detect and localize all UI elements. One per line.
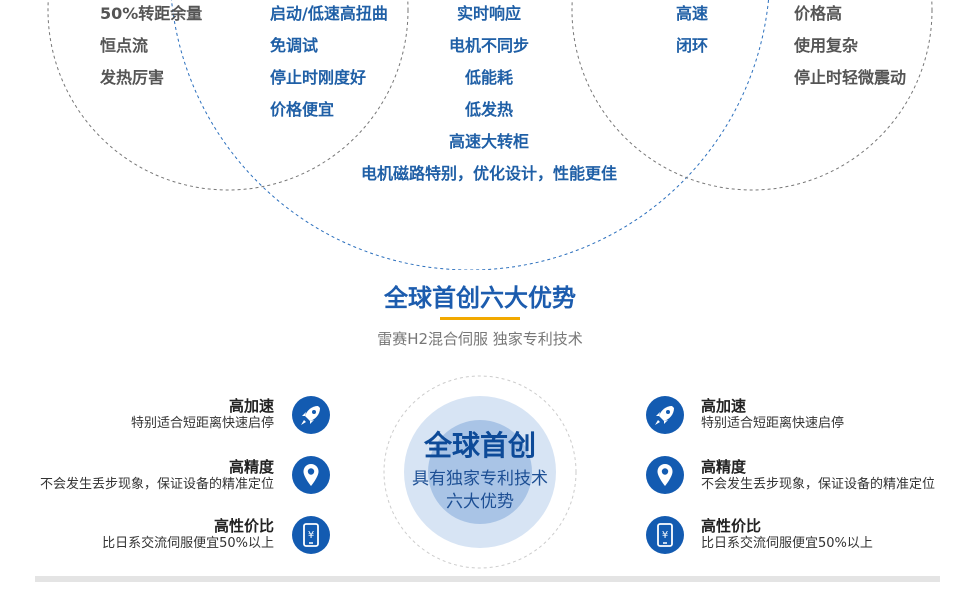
center-main-text: 全球首创 — [423, 429, 536, 462]
feature-left-desc: 特别适合短距离快速启停 — [130, 416, 274, 431]
venn-right-item: 使用复杂 — [794, 36, 859, 55]
center-line-2: 六大优势 — [446, 492, 514, 512]
bottom-divider — [35, 576, 940, 582]
location-pin-icon — [646, 456, 684, 494]
feature-right-title: 高性价比 — [701, 517, 762, 535]
mobile-yen-icon: ¥ — [292, 516, 330, 554]
feature-left-title: 高加速 — [228, 397, 274, 415]
mobile-yen-icon: ¥ — [646, 516, 684, 554]
venn-circle-left — [47, 0, 409, 191]
title-underline — [440, 317, 520, 320]
venn-center-item: 电机不同步 — [448, 36, 530, 55]
section-title: 全球首创六大优势 — [384, 284, 576, 312]
venn-center-item: 低发热 — [464, 100, 514, 119]
center-badge — [383, 375, 577, 569]
rocket-icon — [292, 396, 330, 434]
venn-right-item: 价格高 — [794, 4, 843, 23]
section-subtitle: 雷赛H2混合伺服 独家专利技术 — [377, 330, 583, 348]
venn-left-mid-item: 启动/低速高扭曲 — [270, 4, 388, 23]
center-line-1: 具有独家专利技术 — [412, 469, 548, 489]
venn-center-item: 电机磁路特别，优化设计，性能更佳 — [360, 164, 618, 183]
feature-left-desc: 比日系交流伺服便宜50%以上 — [102, 536, 274, 551]
venn-diagram — [47, 0, 933, 270]
feature-right-desc: 特别适合短距离快速启停 — [701, 416, 845, 431]
venn-left-item: 恒点流 — [100, 36, 149, 55]
svg-text:¥: ¥ — [308, 530, 314, 541]
feature-right-title: 高精度 — [701, 458, 747, 476]
feature-left-title: 高精度 — [228, 458, 274, 476]
venn-right-mid-item: 闭环 — [676, 36, 709, 55]
feature-right-title: 高加速 — [701, 397, 747, 415]
venn-left-item: 50%转距余量 — [100, 4, 203, 23]
feature-right-desc: 不会发生丢步现象，保证设备的精准定位 — [701, 477, 936, 492]
venn-left-mid-item: 停止时刚度好 — [270, 68, 367, 87]
venn-center-item: 低能耗 — [464, 68, 514, 87]
venn-right-mid-item: 高速 — [676, 4, 709, 23]
venn-left-item: 发热厉害 — [100, 68, 165, 87]
feature-right-desc: 比日系交流伺服便宜50%以上 — [701, 536, 873, 551]
svg-text:¥: ¥ — [662, 530, 668, 541]
venn-center-item: 高速大转柜 — [448, 132, 530, 151]
rocket-icon — [646, 396, 684, 434]
venn-circle-right — [571, 0, 933, 191]
feature-left-desc: 不会发生丢步现象，保证设备的精准定位 — [39, 477, 274, 492]
location-pin-icon — [292, 456, 330, 494]
venn-left-mid-item: 价格便宜 — [270, 100, 335, 119]
venn-left-mid-item: 免调试 — [270, 36, 319, 55]
venn-right-item: 停止时轻微震动 — [794, 68, 907, 87]
feature-left-title: 高性价比 — [213, 517, 274, 535]
venn-center-item: 实时响应 — [456, 4, 522, 23]
